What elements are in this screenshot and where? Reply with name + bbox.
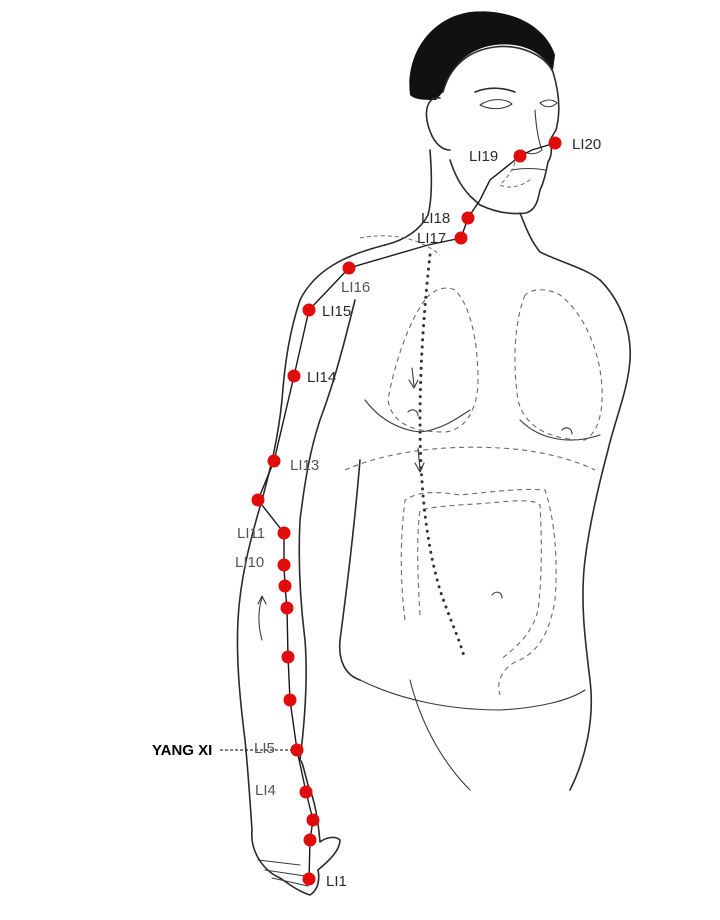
acupoint-li17	[454, 231, 468, 245]
diaphragm	[344, 446, 596, 471]
meridian-line	[257, 142, 556, 880]
arrow-arm	[257, 595, 267, 641]
acupoint-li6	[283, 693, 297, 707]
inner-arm	[298, 299, 356, 761]
label-li14: LI14	[307, 369, 336, 386]
internal-pathway	[418, 253, 467, 662]
acupoint-li16	[342, 261, 356, 275]
navel	[491, 591, 503, 599]
hair	[409, 11, 555, 101]
label-li17: LI17	[417, 230, 446, 247]
acupoint-li2	[303, 833, 317, 847]
torso-side	[338, 459, 361, 681]
left-lung	[387, 287, 479, 433]
label-li11: LI11	[237, 525, 265, 542]
jaw-channel	[499, 161, 533, 188]
ear	[425, 97, 451, 151]
mouth	[511, 167, 546, 171]
label-li19: LI19	[469, 148, 498, 165]
acupoint-li5	[290, 743, 304, 757]
acupoint-li11	[277, 526, 291, 540]
label-li4: LI4	[255, 782, 276, 799]
colon	[400, 488, 557, 696]
label-li1: LI1	[326, 873, 347, 890]
acupoint-li14	[287, 369, 301, 383]
acupoint-li7	[281, 650, 295, 664]
eyebrow	[474, 87, 516, 93]
right-lung	[514, 289, 603, 441]
right-nipple	[561, 427, 573, 435]
face-outline	[442, 45, 560, 215]
neck-right	[519, 212, 601, 281]
left-eye	[479, 99, 513, 110]
label-li10: LI10	[235, 554, 264, 571]
shoulder-dash	[359, 235, 441, 256]
arrow-chest	[408, 367, 419, 389]
neck-left	[384, 149, 433, 246]
acupoint-li18	[461, 211, 475, 225]
acupoint-li20	[548, 136, 562, 150]
acupoint-li12	[251, 493, 265, 507]
acupoint-li1	[302, 872, 316, 886]
acupoint-li13	[267, 454, 281, 468]
hip	[409, 679, 471, 791]
chest-line	[364, 399, 601, 441]
label-li16: LI16	[341, 279, 370, 296]
acupoint-li3	[306, 813, 320, 827]
left-shoulder	[261, 244, 386, 501]
arrow-belly	[414, 447, 425, 473]
label-li13: LI13	[290, 457, 319, 474]
acupoint-li15	[302, 303, 316, 317]
label-li20: LI20	[572, 136, 601, 153]
acupoint-li8	[280, 601, 294, 615]
acupoint-li10	[277, 558, 291, 572]
left-nipple	[407, 409, 419, 417]
acupoint-li4	[299, 785, 313, 799]
label-li18: LI18	[421, 210, 450, 227]
label-yang-xi: YANG XI	[152, 742, 212, 759]
belly-lower	[359, 679, 586, 711]
label-li15: LI15	[322, 303, 351, 320]
right-eye	[539, 99, 558, 108]
fingers	[257, 859, 309, 887]
acupoint-li9	[278, 579, 292, 593]
nose	[521, 109, 543, 155]
acupoint-li19	[513, 149, 527, 163]
outer-forearm	[236, 499, 263, 831]
label-li5: LI5	[254, 740, 275, 757]
right-shoulder-torso	[569, 279, 631, 791]
